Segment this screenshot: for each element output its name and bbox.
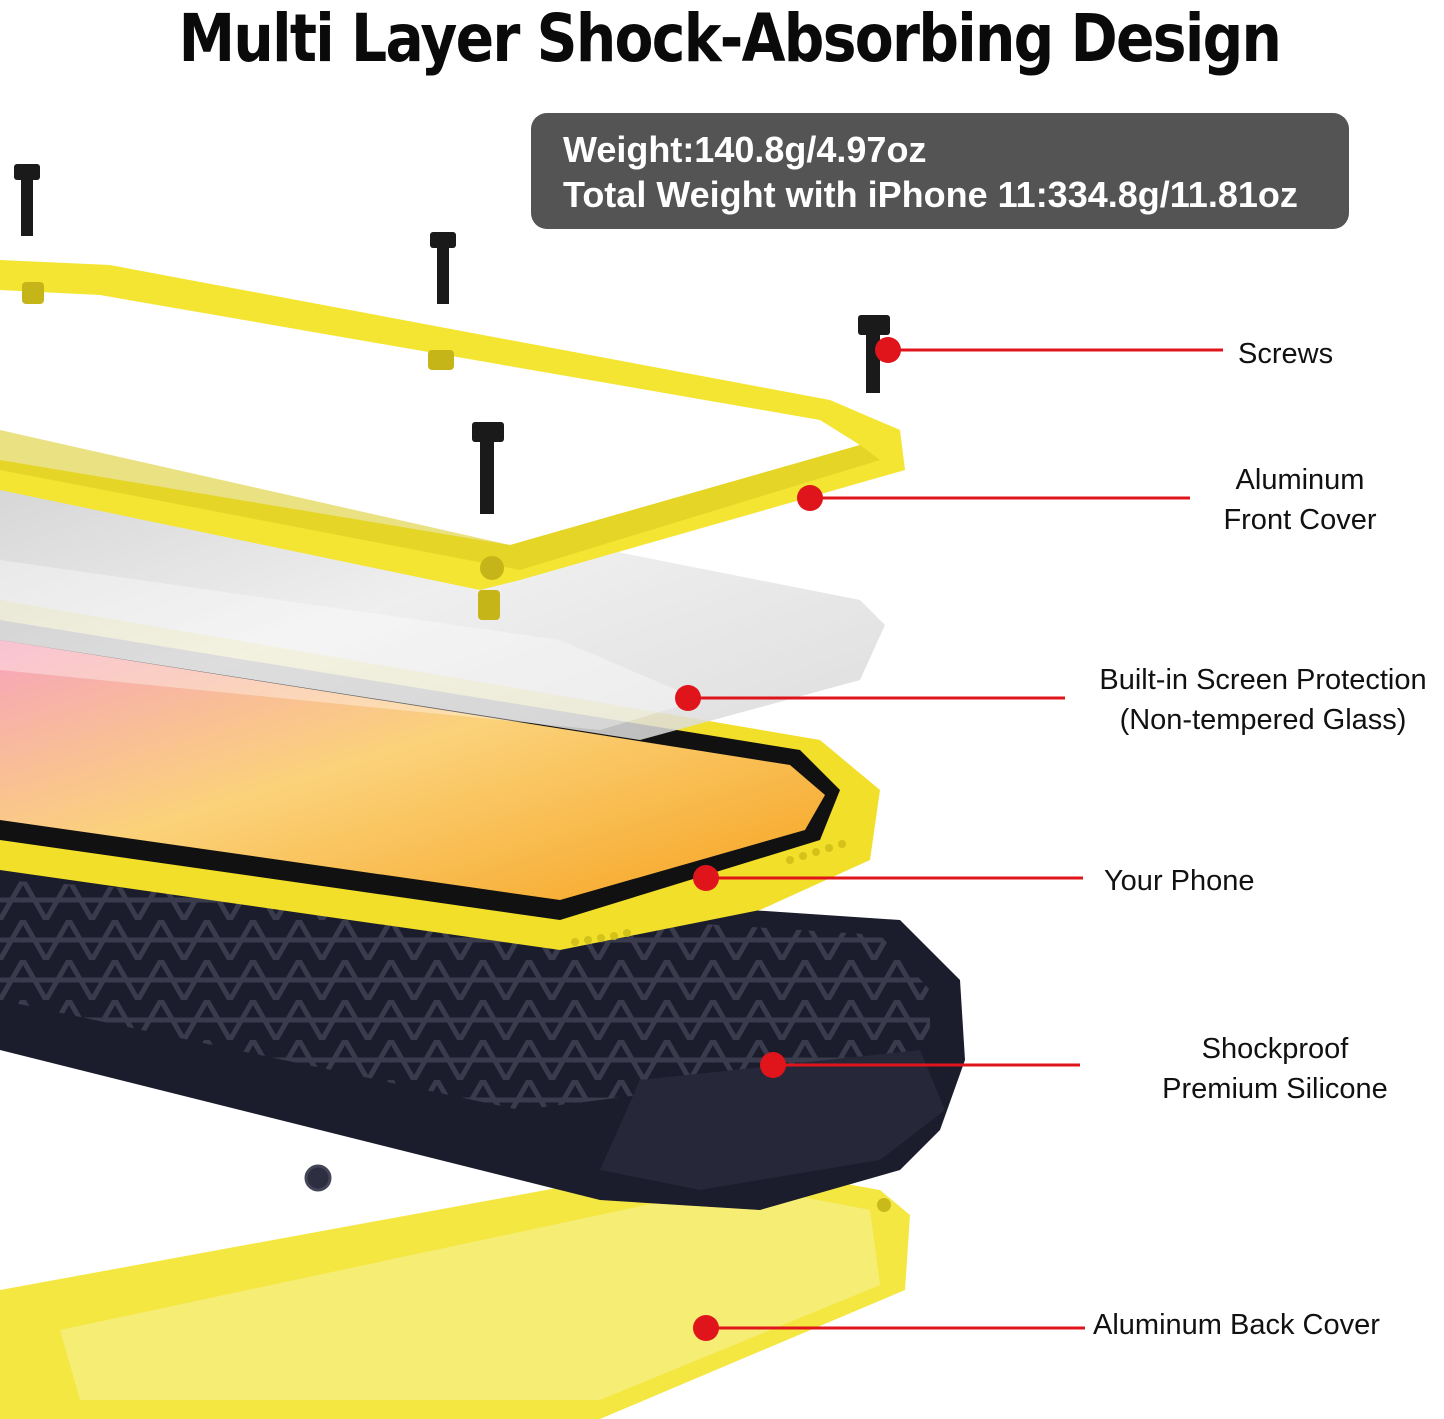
callout-label-screen-protection: Built-in Screen Protection (Non-tempered… — [1099, 664, 1427, 736]
callout-label-phone: Your Phone — [1104, 865, 1255, 897]
silicone-illustration — [0, 860, 965, 1210]
callout-dot-screen-protection — [675, 685, 701, 711]
callout-dot-phone — [693, 865, 719, 891]
callout-label-back-cover: Aluminum Back Cover — [1093, 1309, 1380, 1341]
weight-text: Weight:140.8g/4.97oz — [563, 129, 927, 170]
back-cover-illustration — [0, 1160, 910, 1419]
callout-dot-back-cover — [693, 1315, 719, 1341]
total-weight-text: Total Weight with iPhone 11:334.8g/11.81… — [563, 174, 1298, 215]
callout-dot-screws — [875, 337, 901, 363]
screws-illustration — [14, 164, 890, 514]
callout-label-screws: Screws — [1238, 338, 1334, 370]
callout-markers — [675, 337, 1223, 1341]
page-title: Multi Layer Shock-Absorbing Design — [178, 0, 1282, 77]
front-cover-illustration — [0, 260, 905, 620]
callout-label-front-cover: Aluminum Front Cover — [1223, 464, 1377, 536]
weight-info-box: Weight:140.8g/4.97oz Total Weight with i… — [531, 113, 1349, 229]
callout-dot-silicone — [760, 1052, 786, 1078]
callout-dot-front-cover — [797, 485, 823, 511]
callout-label-silicone: Shockproof Premium Silicone — [1162, 1033, 1388, 1105]
phone-illustration — [0, 600, 880, 950]
